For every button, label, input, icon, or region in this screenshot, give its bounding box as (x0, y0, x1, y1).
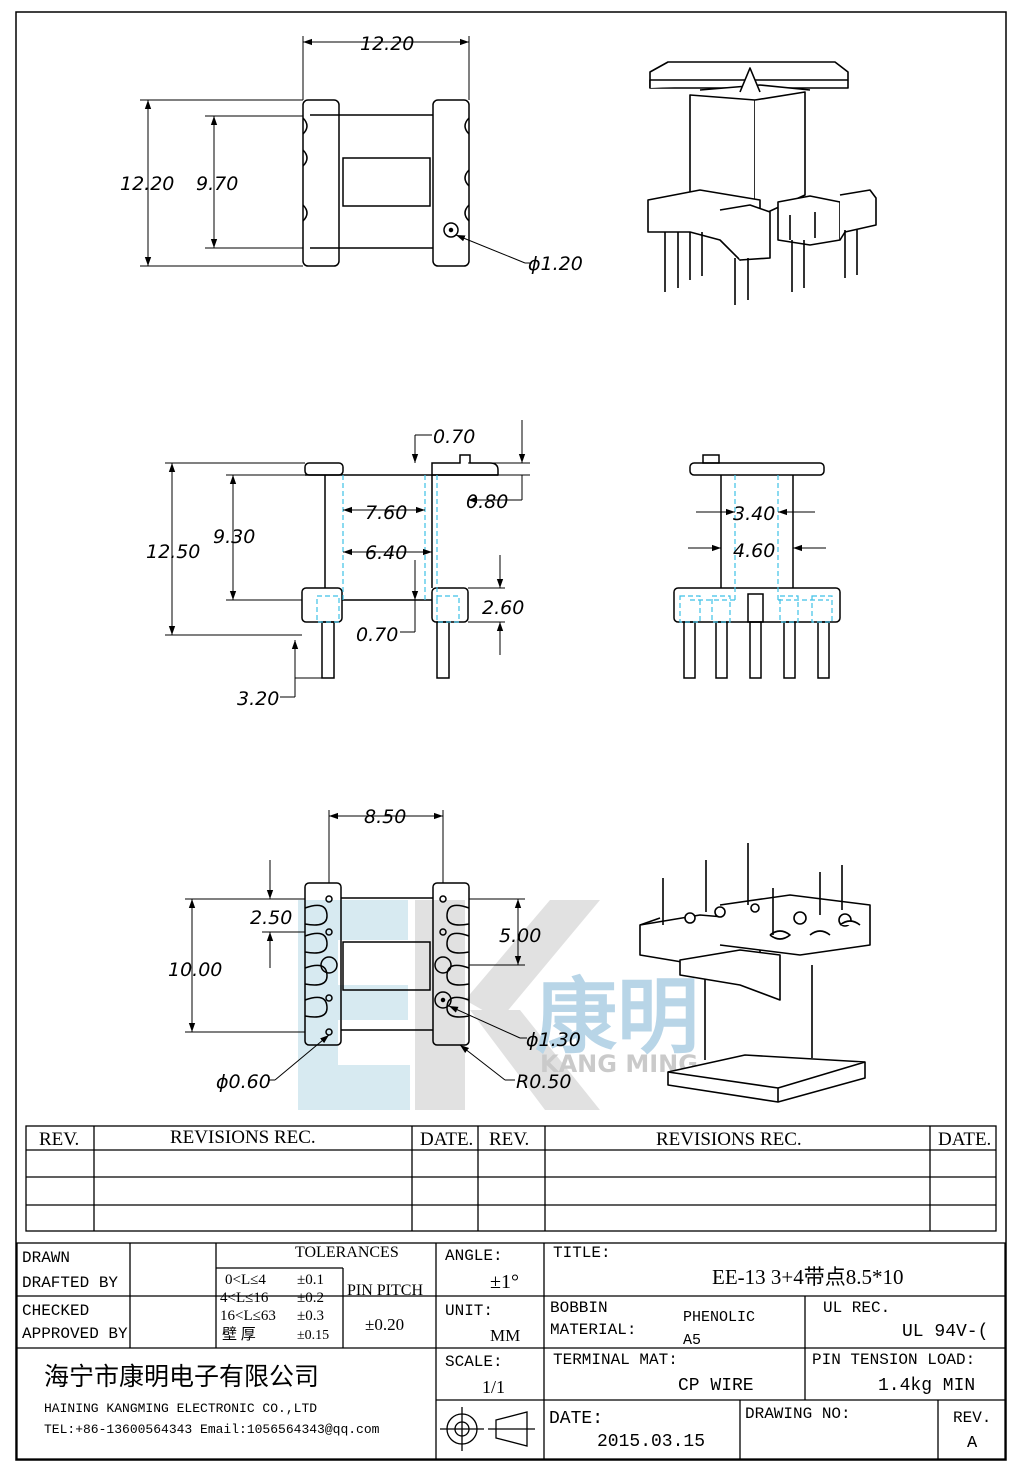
dim-top-window: 9.70 (196, 173, 238, 195)
drawn-label: DRAWN (22, 1249, 70, 1267)
dim-inner-64: 6.40 (365, 542, 407, 564)
tol-val-4: ±0.15 (297, 1328, 329, 1343)
rev-label: REV. (953, 1409, 991, 1427)
dim-flange-070b: 0.70 (356, 624, 398, 646)
unit-label: UNIT: (445, 1302, 493, 1320)
rev-header-date-1: DATE. (420, 1129, 473, 1150)
rev-header-rev-2: REV. (489, 1129, 529, 1150)
drafted-by-label: DRAFTED BY (22, 1274, 118, 1292)
angle-label: ANGLE: (445, 1247, 503, 1265)
dim-inner-76: 7.60 (365, 502, 407, 524)
pin-pitch-label: PIN PITCH (347, 1282, 423, 1299)
dim-base-260: 2.60 (482, 597, 524, 619)
dim-flange-thk: 0.70 (433, 426, 475, 448)
dim-hole-130: ϕ1.30 (526, 1029, 581, 1051)
unit-value: MM (490, 1326, 520, 1345)
scale-value: 1/1 (482, 1377, 505, 1397)
rev-header-rec-1: REVISIONS REC. (170, 1127, 316, 1148)
rev-header-rec-2: REVISIONS REC. (656, 1129, 802, 1150)
title-label: TITLE: (553, 1244, 611, 1262)
date-label: DATE: (549, 1409, 603, 1429)
dim-core-340: 3.40 (733, 503, 775, 525)
tol-range-4: 壁 厚 (222, 1326, 256, 1343)
checked-label: CHECKED (22, 1302, 89, 1320)
dim-core-460: 4.60 (733, 540, 775, 562)
bobbin-value-1: PHENOLIC (683, 1309, 755, 1326)
bobbin-label-1: BOBBIN (550, 1299, 608, 1317)
drawing-no-label: DRAWING NO: (745, 1405, 851, 1423)
rev-value: A (967, 1434, 978, 1453)
tol-range-2: 4<L≤16 (220, 1290, 269, 1306)
dim-height-125: 12.50 (146, 541, 200, 563)
terminal-label: TERMINAL MAT: (553, 1351, 678, 1369)
dim-pin-320: 3.20 (237, 688, 279, 710)
bobbin-label-2: MATERIAL: (550, 1321, 636, 1339)
ul-value: UL 94V-( (902, 1322, 988, 1342)
scale-label: SCALE: (445, 1353, 503, 1371)
tol-range-1: 0<L≤4 (225, 1272, 266, 1288)
company-name-en: HAINING KANGMING ELECTRONIC CO.,LTD (44, 1401, 317, 1416)
title-value: EE-13 3+4带点8.5*10 (712, 1265, 904, 1289)
pin-tension-value: 1.4kg MIN (878, 1376, 975, 1396)
ul-label: UL REC. (823, 1299, 890, 1317)
tol-val-2: ±0.2 (297, 1290, 324, 1306)
dim-flange-step: 0.80 (466, 491, 508, 513)
pin-tension-label: PIN TENSION LOAD: (812, 1351, 975, 1369)
dim-row-1000: 10.00 (168, 959, 222, 981)
angle-value: ±1° (490, 1271, 519, 1293)
top-view (140, 36, 532, 267)
bottom-view (185, 810, 527, 1081)
dim-top-width: 12.20 (360, 33, 414, 55)
rev-header-rev-1: REV. (39, 1129, 79, 1150)
dim-pin-060: ϕ0.60 (216, 1071, 271, 1093)
title-block (16, 1242, 1006, 1460)
tol-val-3: ±0.3 (297, 1308, 324, 1324)
approved-by-label: APPROVED BY (22, 1325, 128, 1343)
iso-view-top (647, 61, 877, 305)
dim-top-hole: ϕ1.20 (528, 253, 583, 275)
dim-top-height: 12.20 (120, 173, 174, 195)
iso-view-bottom (639, 843, 871, 1103)
date-value: 2015.03.15 (597, 1432, 705, 1452)
dim-height-93: 9.30 (213, 526, 255, 548)
revisions-table (25, 1125, 997, 1232)
bobbin-value-2: A5 (683, 1332, 701, 1349)
watermark-brand-cn: 康明 (535, 970, 699, 1065)
sheet-border (15, 11, 1007, 1461)
side-view (673, 454, 841, 679)
pin-pitch-value: ±0.20 (365, 1315, 404, 1334)
dim-pin-span: 8.50 (364, 806, 406, 828)
tolerances-label: TOLERANCES (295, 1244, 399, 1261)
tol-range-3: 16<L≤63 (220, 1308, 276, 1324)
dim-radius-050: R0.50 (516, 1071, 572, 1093)
company-contact: TEL:+86-13600564343 Email:1056564343@qq.… (44, 1422, 380, 1437)
rev-header-date-2: DATE. (938, 1129, 991, 1150)
dim-pitch-500: 5.00 (499, 925, 541, 947)
terminal-value: CP WIRE (678, 1376, 754, 1396)
dim-pitch-250: 2.50 (250, 907, 292, 929)
company-name-cn: 海宁市康明电子有限公司 (44, 1362, 319, 1391)
front-view (165, 420, 530, 698)
tol-val-1: ±0.1 (297, 1272, 324, 1288)
